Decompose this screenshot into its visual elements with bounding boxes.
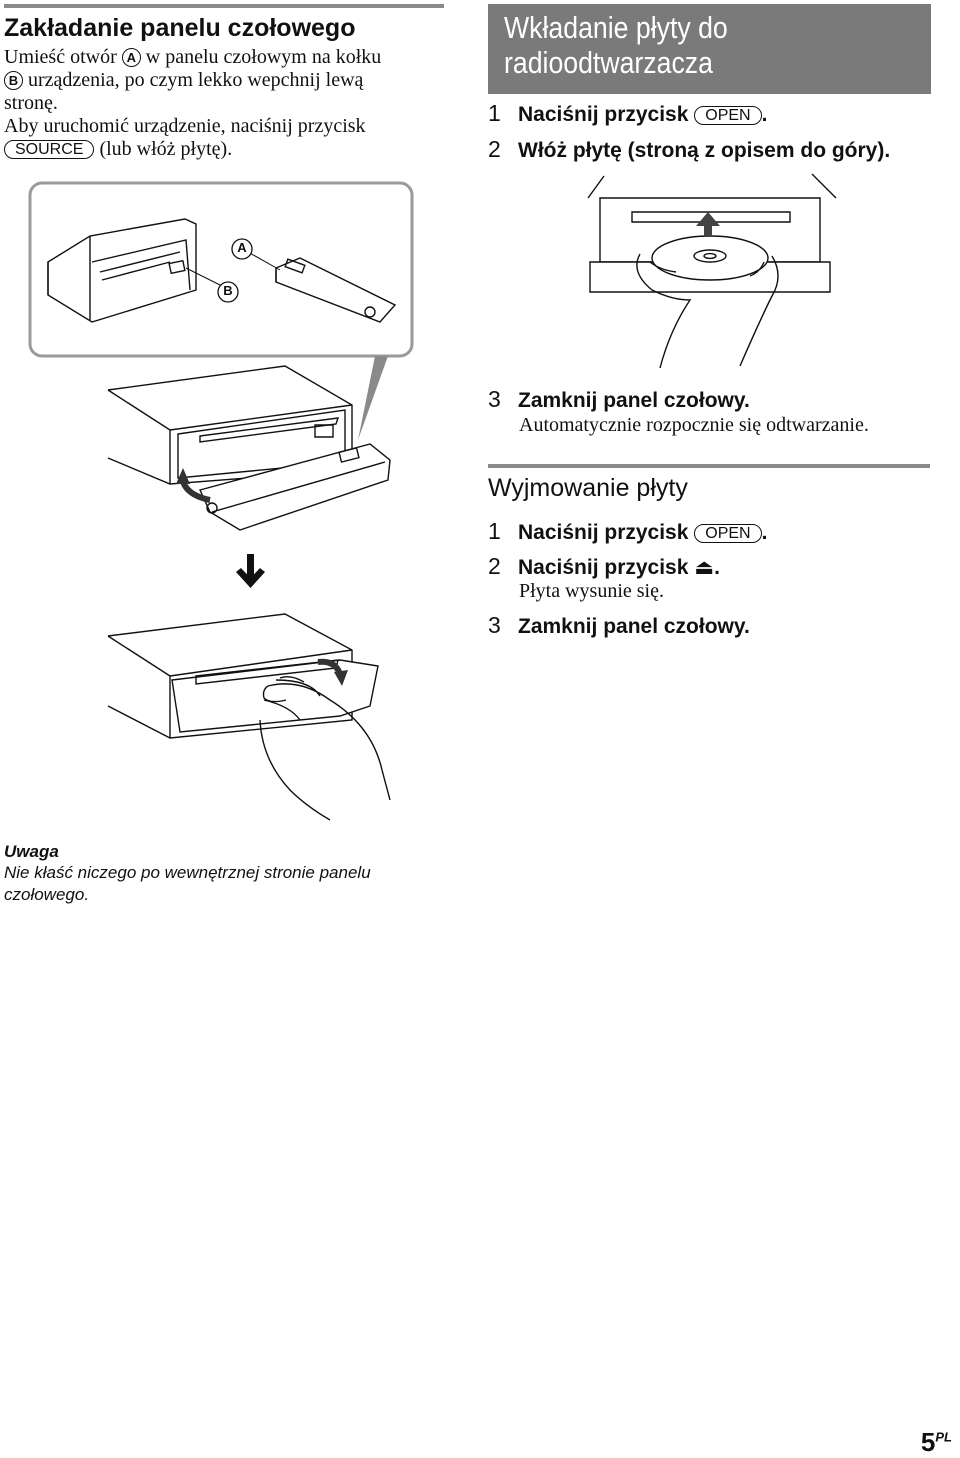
section-banner-insert-disc: Wkładanie płyty do radioodtwarzacza (488, 4, 931, 94)
open-key: OPEN (694, 106, 762, 125)
source-key: SOURCE (4, 140, 95, 159)
inset-unit (48, 219, 196, 322)
down-arrow-icon (231, 552, 271, 592)
note-title: Uwaga (4, 842, 59, 861)
section-heading-remove-disc: Wyjmowanie płyty (488, 474, 688, 502)
banner-line-2: radioodtwarzacza (504, 45, 713, 80)
marker-b: B (4, 71, 23, 90)
inset-box (30, 183, 412, 356)
instruction-line-1: Umieść otwór A w panelu czołowym na kołk… (4, 46, 382, 68)
remove-step-2-note: Płyta wysunie się. (519, 580, 664, 602)
inset-panel (276, 258, 395, 322)
front-panel-instructions: Umieść otwór A w panelu czołowym na kołk… (4, 46, 444, 161)
instruction-line-3: stronę. (4, 92, 58, 114)
right-heading-rule (488, 464, 930, 468)
page-number: 5PL (920, 1427, 952, 1457)
banner-line-1: Wkładanie płyty do (504, 10, 728, 45)
marker-a: A (121, 48, 141, 67)
section-heading-front-panel: Zakładanie panelu czołowego (4, 14, 356, 42)
note-text: Nie kłaść niczego po wewnętrznej stronie… (4, 863, 371, 904)
instruction-line-4: Aby uruchomić urządzenie, naciśnij przyc… (4, 115, 366, 137)
callout-wedge (358, 356, 388, 440)
left-heading-rule (4, 4, 444, 8)
open-key-2: OPEN (694, 524, 762, 543)
figure-label-b: B (223, 283, 233, 298)
instruction-line-2: B urządzenia, po czym lekko wepchnij lew… (4, 69, 444, 92)
instruction-line-5: SOURCE (lub włóż płytę). (4, 138, 444, 161)
eject-icon: ⏏ (694, 556, 715, 579)
figure-label-a: A (237, 240, 247, 255)
page-suffix: PL (935, 1429, 952, 1445)
insert-step-3-note: Automatycznie rozpocznie się odtwarzanie… (519, 414, 869, 436)
